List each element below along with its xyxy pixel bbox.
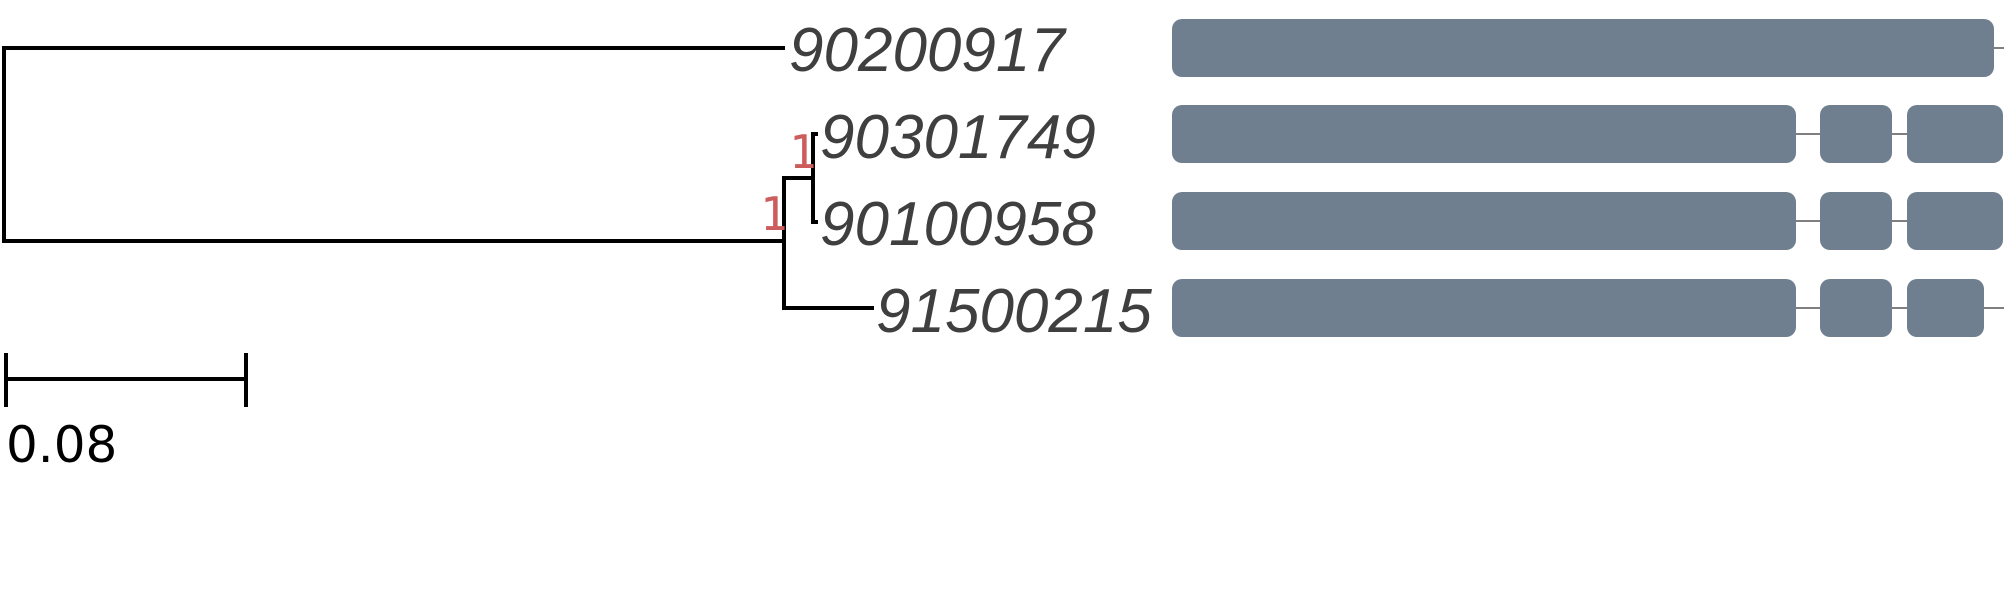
exon-block	[1907, 105, 2003, 163]
exon-block	[1172, 192, 1796, 250]
exon-block	[1820, 279, 1892, 337]
leaf-label-91500215: 91500215	[876, 277, 1152, 346]
leaf-label-90301749: 90301749	[820, 103, 1096, 172]
gene-track-91500215	[1172, 279, 2004, 337]
exon-block	[1172, 19, 1994, 77]
gene-track-90100958	[1172, 192, 2003, 250]
exon-block	[1172, 105, 1796, 163]
scale-bar: 0.08	[4, 353, 248, 474]
leaf-label-90200917: 90200917	[789, 16, 1067, 85]
tree-branches	[2, 46, 874, 310]
exon-block	[1172, 279, 1796, 337]
scale-bar-label: 0.08	[6, 416, 117, 474]
exon-block	[1820, 105, 1892, 163]
exon-block	[1907, 192, 2003, 250]
gene-track-90200917	[1172, 19, 2004, 77]
exon-block	[1907, 279, 1984, 337]
exon-block	[1820, 192, 1892, 250]
support-value-clade-b: 1	[760, 187, 788, 241]
support-value-clade-c: 1	[789, 125, 817, 179]
leaf-label-90100958: 90100958	[820, 190, 1096, 259]
gene-track-90301749	[1172, 105, 2003, 163]
